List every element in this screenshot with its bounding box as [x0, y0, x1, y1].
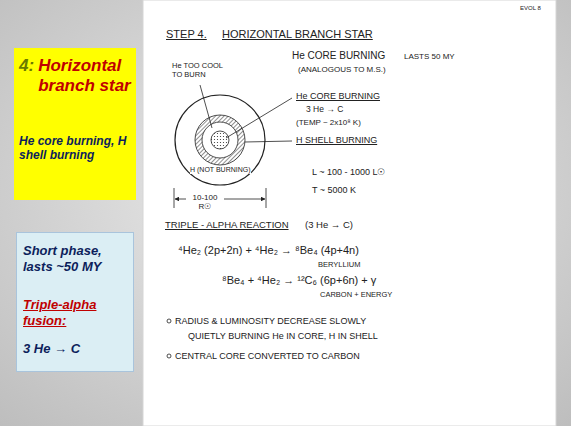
handwritten-note: L ~ 100 - 1000 L☉ [312, 167, 385, 177]
leader-line [200, 85, 212, 128]
note-place: 10-100 R☉ [191, 193, 219, 211]
handwritten-note: (ANALOGOUS TO M.S.) [298, 65, 386, 74]
note-place: (3 He → C) [305, 220, 353, 231]
handwritten-note: He CORE BURNING [296, 91, 380, 101]
note-place: He CORE BURNING [292, 50, 385, 62]
text-group: He core burning, H shell burning [19, 134, 131, 162]
note-place: (ANALOGOUS TO M.S.) [298, 65, 386, 74]
helium-core [211, 131, 229, 149]
text-group: 3 He → C [23, 341, 127, 357]
dimension-tick [266, 188, 267, 208]
box-text: 4: [19, 56, 34, 96]
handwritten-note: ⁴He₂ (2p+2n) + ⁴He₂ → ⁸Be₄ (4p+4n) [178, 244, 359, 257]
handwritten-note: TRIPLE - ALPHA REACTION [165, 220, 289, 231]
note-place: BERYLLIUM [318, 261, 360, 270]
summary-box: Short phase, lasts ~50 MY Triple-alpha fu… [16, 232, 134, 372]
box-text: 3 He → C [23, 341, 127, 357]
handwritten-note: QUIETLY BURNING He IN CORE, H IN SHELL [188, 331, 378, 341]
box-text: He core burning, H shell burning [19, 134, 131, 162]
dimension-tick [174, 188, 175, 208]
dimension-arrow [224, 199, 265, 200]
bullet-symbol [167, 319, 171, 323]
note-place: LASTS 50 MY [404, 52, 455, 61]
note-place: He CORE BURNING [296, 91, 380, 101]
handwritten-note: He CORE BURNING [292, 50, 385, 62]
note-place: 3 He → C [306, 105, 343, 115]
handwritten-note: EVOL 8 [520, 5, 541, 12]
handwritten-note: LASTS 50 MY [404, 52, 455, 61]
star-outline [175, 95, 265, 185]
handwritten-note: 10-100 R☉ [191, 193, 219, 211]
handwritten-note: He TOO COOL TO BURN [172, 62, 230, 79]
title-box: 4:Horizontal branch star He core burning,… [14, 48, 136, 200]
note-place: QUIETLY BURNING He IN CORE, H IN SHELL [188, 331, 378, 341]
note-place: CARBON + ENERGY [320, 291, 392, 300]
note-place: ⁸Be₄ + ⁴He₂ → ¹²C₆ (6p+6n) + γ [222, 274, 376, 287]
dimension-arrow [175, 199, 186, 200]
handwritten-note: BERYLLIUM [318, 261, 360, 270]
text-group: 4:Horizontal branch star [19, 56, 131, 96]
handwritten-note: STEP 4. [166, 28, 207, 41]
handwritten-note: RADIUS & LUMINOSITY DECREASE SLOWLY [175, 316, 366, 326]
note-place: CENTRAL CORE CONVERTED TO CARBON [175, 351, 360, 361]
note-place: ⁴He₂ (2p+2n) + ⁴He₂ → ⁸Be₄ (4p+4n) [178, 244, 359, 257]
star-circle: H (NOT BURNING) [174, 94, 266, 186]
handwritten-note: (3 He → C) [305, 220, 353, 231]
leader-line [245, 141, 292, 142]
note-place: L ~ 100 - 1000 L☉ [312, 167, 385, 177]
note-place: EVOL 8 [520, 5, 541, 12]
box-text: Short phase, lasts ~50 MY [23, 243, 127, 275]
text-group: Short phase, lasts ~50 MY [23, 243, 127, 275]
box-text: Horizontal branch star [38, 56, 131, 96]
note-place: RADIUS & LUMINOSITY DECREASE SLOWLY [175, 316, 366, 326]
note-place: TRIPLE - ALPHA REACTION [165, 220, 289, 231]
bullet-symbol [167, 354, 171, 358]
box-text: H (NOT BURNING) [190, 166, 251, 174]
note-paper [143, 0, 556, 426]
note-place: He TOO COOL TO BURN [172, 62, 230, 79]
hydrogen-shell [195, 115, 245, 165]
handwritten-note: H SHELL BURNING [296, 135, 377, 145]
note-place: H SHELL BURNING [296, 135, 377, 145]
handwritten-note: ⁸Be₄ + ⁴He₂ → ¹²C₆ (6p+6n) + γ [222, 274, 376, 287]
handwritten-note: CENTRAL CORE CONVERTED TO CARBON [175, 351, 360, 361]
handwritten-note: T ~ 5000 K [312, 185, 356, 195]
handwritten-note: (TEMP ~ 2x10⁸ K) [296, 118, 361, 127]
handwritten-note: 3 He → C [306, 105, 343, 115]
box-text: Triple-alpha fusion: [23, 297, 127, 329]
note-place: (TEMP ~ 2x10⁸ K) [296, 118, 361, 127]
note-place: HORIZONTAL BRANCH STAR [222, 28, 373, 41]
note-place: T ~ 5000 K [312, 185, 356, 195]
text-group: Triple-alpha fusion: [23, 297, 127, 329]
handwritten-note: CARBON + ENERGY [320, 291, 392, 300]
note-place: STEP 4. [166, 28, 207, 41]
handwritten-note: HORIZONTAL BRANCH STAR [222, 28, 373, 41]
text-group: H (NOT BURNING) [174, 94, 266, 174]
